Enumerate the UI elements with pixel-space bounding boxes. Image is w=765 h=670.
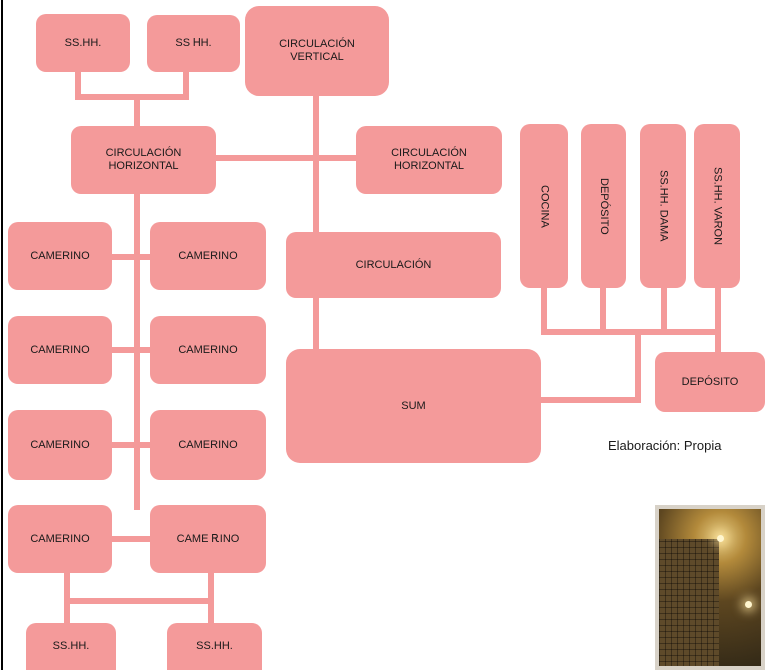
node-label: CIRCULACIÓN HORIZONTAL [391,147,467,172]
node-label: SUM [401,399,426,412]
node-camerino: CAMERINO [150,410,266,480]
connector [661,285,667,335]
connector [183,70,189,100]
node-label: CAMERINO [30,343,90,356]
node-ss-hh-varon: SS.HH. VARON [694,124,740,288]
connector [134,94,140,129]
node-cocina: COCINA [520,124,568,288]
node-label: CAMERINO [30,532,90,545]
connector [64,598,214,604]
node-camerino: CAMERINO [150,316,266,384]
node-deposito-vertical: DEPÓSITO [581,124,626,288]
connector [75,94,189,100]
connector [110,254,152,260]
node-camerino: CAME ᎡINO [150,505,266,573]
interior-photo [655,505,765,670]
tiled-wall [659,539,719,666]
node-ss-hh-dama: SS.HH. DAMA [640,124,686,288]
node-camerino: CAMERINO [8,410,112,480]
node-label: SS.HH. VARON [711,166,724,246]
node-circulacion-vertical: CIRCULACIÓN VERTICAL [245,6,389,96]
node-label: SS.HH. [196,640,233,652]
node-label: DEPÓSITO [598,177,610,235]
node-circulacion-horizontal-left: CIRCULACIÓN HORIZONTAL [71,126,216,194]
node-label: CIRCULACIÓN [355,258,432,271]
connector [313,94,319,234]
node-camerino: CAMERINO [8,505,112,573]
node-label: SS.HH. [64,36,102,49]
node-circulacion-horizontal-right: CIRCULACIÓN HORIZONTAL [356,126,502,194]
node-sum: SUM [286,349,541,463]
connector [635,329,641,403]
connector [64,568,70,626]
connector [715,285,721,355]
node-label: CIRCULACIÓN VERTICAL [279,38,355,63]
node-label: SS ᎻH. [175,37,212,49]
node-label: CAMERINO [30,249,90,262]
ceiling-light [717,535,724,542]
connector [600,285,606,335]
node-camerino: CAMERINO [8,316,112,384]
node-label: CAMERINO [178,249,238,262]
node-deposito-bottom: DEPÓSITO [655,352,765,412]
node-label: SS.HH. DAMA [657,170,670,242]
connector [110,442,152,448]
page-border-left [1,0,3,670]
node-label: CAMERINO [178,438,238,451]
connector [541,285,547,335]
connector [208,568,214,626]
node-label: CAMERINO [30,438,90,451]
node-label: DEPÓSITO [681,375,739,388]
node-label: CIRCULACIÓN HORIZONTAL [105,147,182,172]
connector [75,70,81,100]
node-camerino: CAMERINO [150,222,266,290]
node-label: SS.HH. [52,640,90,652]
connector [110,347,152,353]
node-camerino: CAMERINO [8,222,112,290]
diagram-caption: Elaboración: Propia [608,438,722,453]
node-ss-hh-bottom-left: SS.HH. [26,623,116,670]
connector [313,296,319,352]
connector [214,155,358,161]
node-circulacion: CIRCULACIÓN [286,232,501,298]
node-ss-hh-top-right: SS ᎻH. [147,15,240,72]
photo-content [659,509,761,666]
node-label: COCINA [538,184,551,228]
node-label: CAME ᎡINO [176,532,240,545]
connector [541,329,721,335]
wall-light [745,601,752,608]
node-ss-hh-top-left: SS.HH. [36,14,130,72]
node-ss-hh-bottom-right: SS.HH. [167,623,262,670]
connector [110,536,152,542]
connector [540,397,641,403]
node-label: CAMERINO [178,343,238,356]
